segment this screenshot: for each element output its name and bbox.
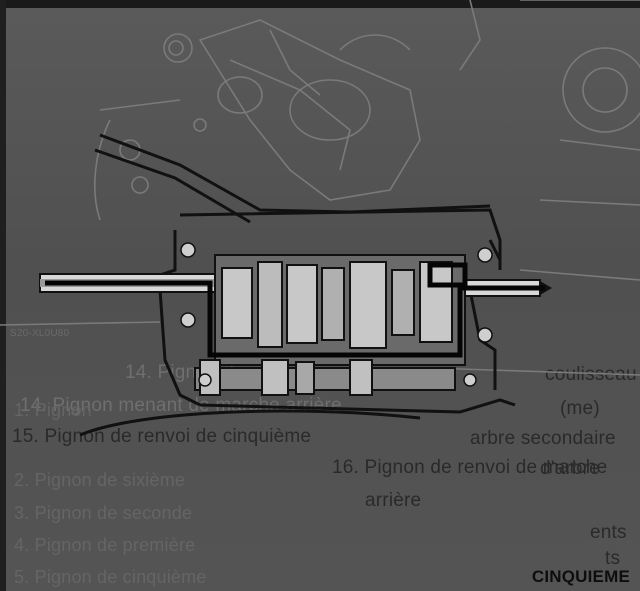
ghost-line-arriere: arrière	[365, 490, 422, 511]
ghost-right-coulisseau: coulisseau	[545, 364, 637, 385]
power-flow-path	[45, 262, 545, 358]
gearbox-housing	[79, 133, 516, 437]
ghost-list-1: 1. Pignon	[14, 400, 92, 420]
ghost-right-ents: ents	[590, 522, 627, 543]
caption: CINQUIEME	[531, 567, 630, 586]
ghost-right-darbre: d'arbre	[540, 458, 600, 479]
frame-top-border	[0, 0, 640, 8]
bearings	[180, 242, 493, 387]
ghost-list-4: 4. Pignon de première	[14, 535, 196, 555]
code-label: S20-XL0U80	[10, 328, 70, 339]
ghost-list-3: 3. Pignon de seconde	[14, 503, 193, 523]
ghost-right-arbre-secondaire: arbre secondaire	[470, 428, 616, 449]
gear-cluster	[214, 254, 466, 366]
ghost-list-2: 2. Pignon de sixième	[14, 470, 186, 490]
ghost-right-me: (me)	[560, 398, 600, 419]
ghost-right-ts: ts	[605, 548, 621, 569]
frame-left-border	[0, 0, 6, 591]
ghost-line-renvoi-marche: 16. Pignon de renvoi de marche	[332, 457, 608, 478]
background-exploded-view	[0, 0, 640, 376]
ghost-list-5: 5. Pignon de cinquième	[14, 567, 207, 587]
